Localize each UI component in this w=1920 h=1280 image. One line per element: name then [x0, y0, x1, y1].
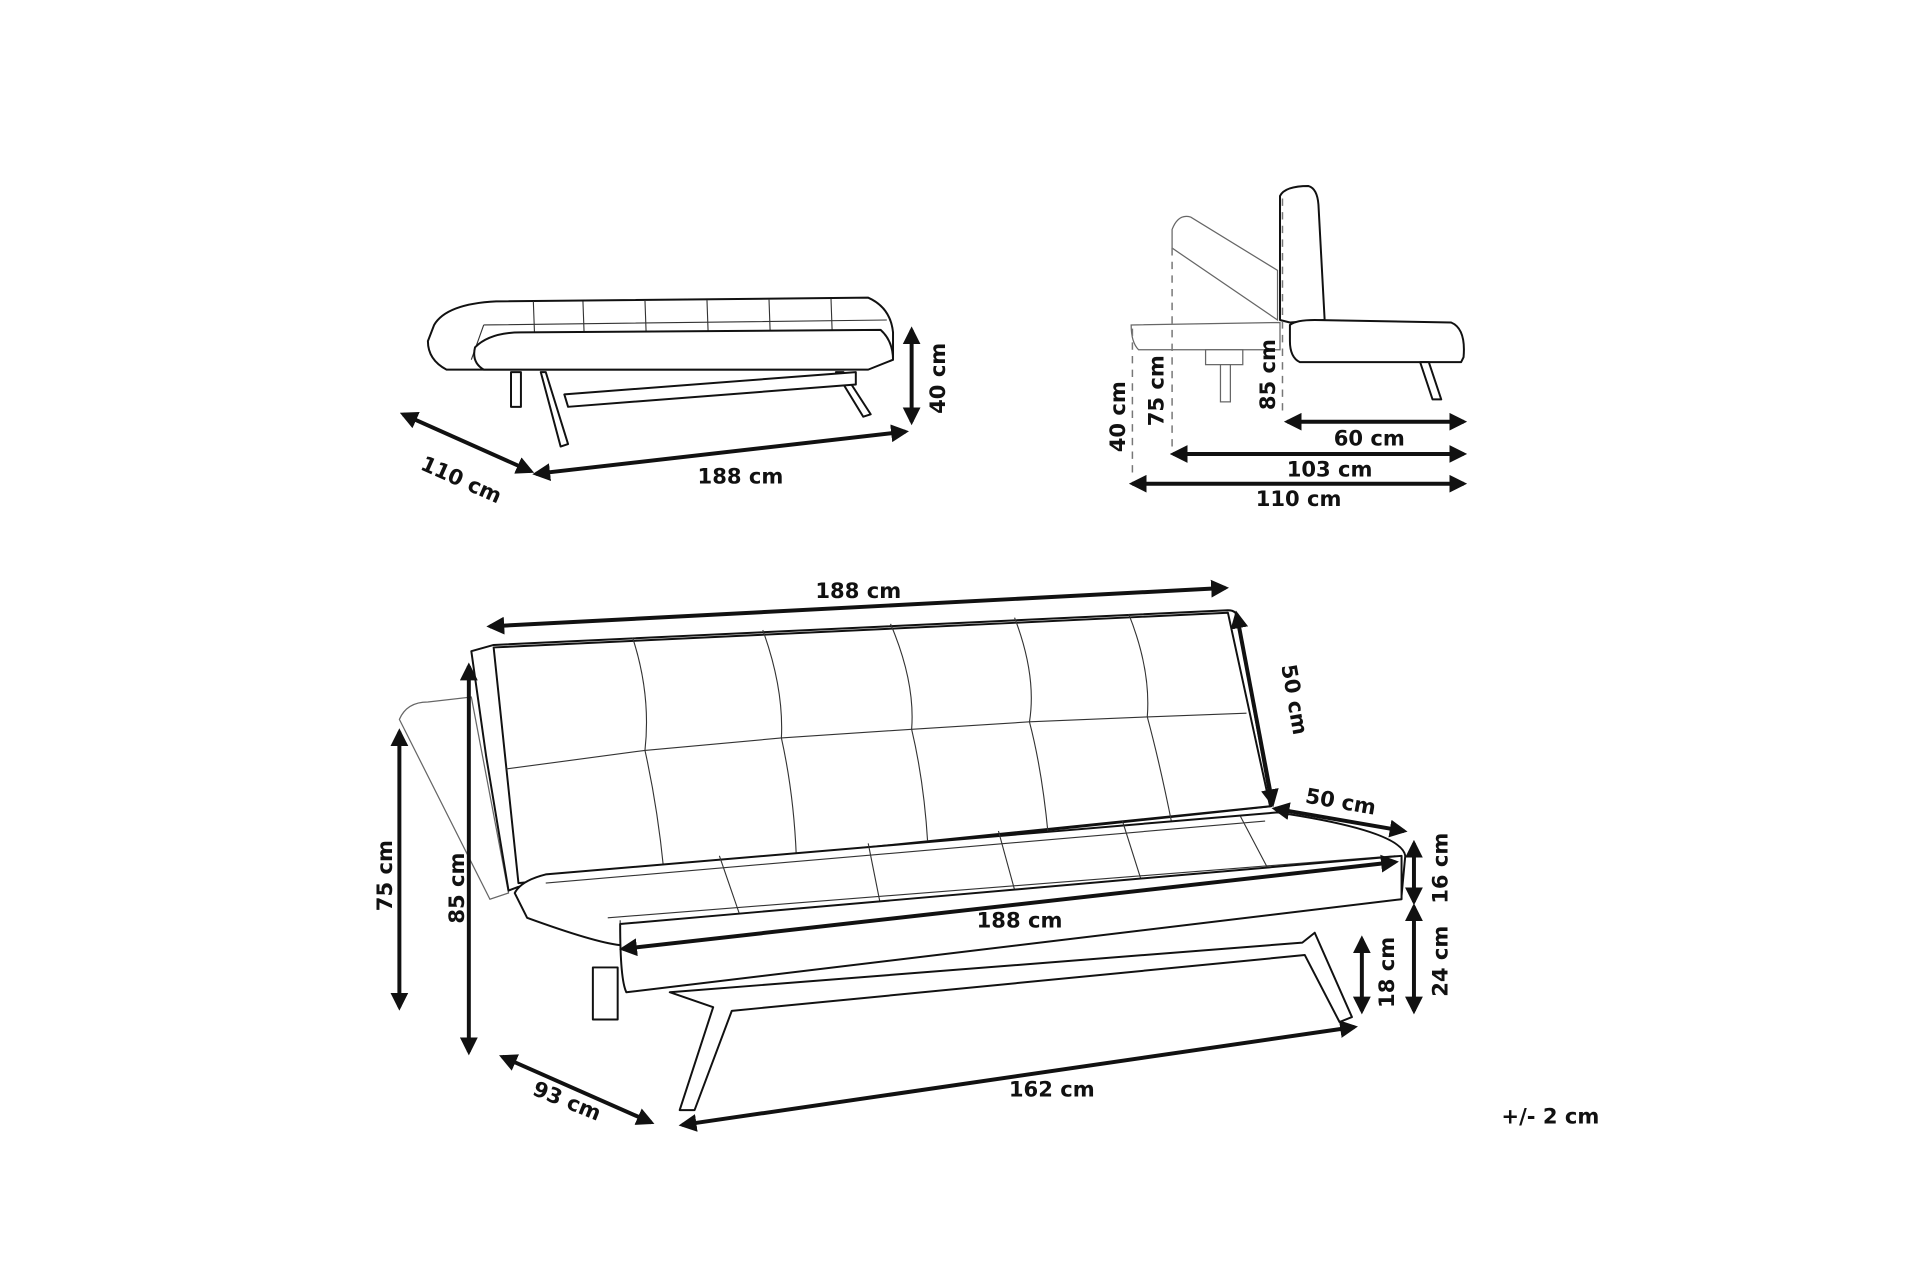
flat-width-label: 188 cm [698, 464, 784, 489]
main-cushion-height-label: 16 cm [1427, 833, 1452, 904]
main-view-drawing [398, 609, 1407, 1112]
side-view-drawing [1130, 185, 1465, 478]
main-leg-span-label: 162 cm [1009, 1076, 1095, 1101]
side-view-dimensions: 40 cm 75 cm 85 cm 60 cm 103 cm 110 cm [1105, 339, 1468, 511]
main-total-depth-label: 93 cm [529, 1076, 604, 1126]
flat-depth-label: 110 cm [417, 451, 506, 509]
main-reclined-height-label: 75 cm [372, 840, 397, 911]
main-total-height-label: 85 cm [444, 852, 469, 923]
side-flat-height-label: 40 cm [1105, 381, 1130, 452]
flat-view-drawing [426, 296, 895, 448]
side-reclined-height-label: 75 cm [1143, 355, 1168, 426]
main-seat-width-label: 188 cm [977, 908, 1063, 933]
side-upright-height-label: 85 cm [1255, 339, 1280, 410]
flat-height-label: 40 cm [925, 343, 950, 414]
main-leg-height-label: 18 cm [1374, 937, 1399, 1008]
main-backrest-height-label: 50 cm [1276, 662, 1313, 736]
side-flat-depth-label: 110 cm [1256, 486, 1342, 511]
side-reclined-depth-label: 103 cm [1287, 456, 1373, 481]
side-seat-depth-label: 60 cm [1334, 425, 1405, 450]
main-top-width-label: 188 cm [815, 578, 901, 603]
main-seat-base-label: 24 cm [1427, 926, 1452, 997]
tolerance-note: +/- 2 cm [1501, 1104, 1599, 1129]
